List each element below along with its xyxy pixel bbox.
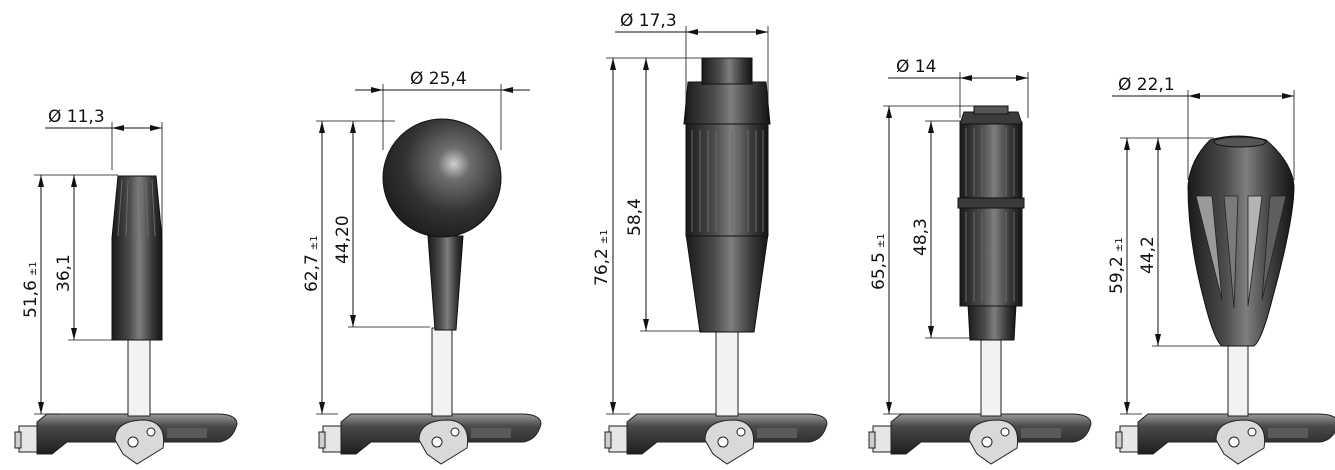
knob-3-grip-height: 58,4 bbox=[625, 198, 645, 236]
shaft-2 bbox=[431, 327, 453, 417]
knob-1-diameter-dim: Ø 11,3 bbox=[45, 107, 163, 236]
knob-3-assembly: Ø 17,3 76,2 ±1 58,4 bbox=[592, 11, 828, 465]
knob-5-flutes bbox=[1195, 195, 1287, 309]
knob-2-tolerance: ±1 bbox=[309, 235, 320, 250]
knob-1-total-height: 51,6 bbox=[21, 280, 41, 318]
knob-2-grip-height: 44,20 bbox=[333, 215, 353, 264]
knob-4-diameter-dim: Ø 14 bbox=[888, 57, 1029, 118]
knob-2-ball bbox=[382, 118, 502, 238]
svg-text:62,7±1: 62,7 ±1 bbox=[302, 235, 322, 292]
knob-3-collar bbox=[683, 81, 771, 125]
knob-5-grip-height: 44,2 bbox=[1138, 236, 1158, 274]
knob-2-neck bbox=[427, 235, 464, 331]
mount-base-5 bbox=[1115, 413, 1335, 465]
knob-5-diameter-label: Ø 22,1 bbox=[1118, 75, 1175, 95]
knob-2-height-dims: 62,7 ±1 44,20 bbox=[302, 120, 430, 415]
knob-4-cap bbox=[973, 105, 1009, 115]
knob-1-assembly: Ø 11,3 51,6 ±1 36,1 bbox=[14, 107, 238, 465]
knob-3-diameter-label: Ø 17,3 bbox=[620, 11, 677, 31]
knob-3-tolerance: ±1 bbox=[599, 229, 610, 244]
knob-4-height-dims: 65,5 ±1 48,3 bbox=[869, 105, 974, 415]
knob-3-ribs bbox=[691, 130, 764, 232]
knob-1-diameter-label: Ø 11,3 bbox=[48, 107, 105, 127]
knob-4-assembly: Ø 14 65,5 ±1 48,3 bbox=[868, 57, 1092, 465]
knob-5-top bbox=[1213, 136, 1267, 148]
mount-base-4 bbox=[868, 413, 1092, 465]
mount-base-3 bbox=[604, 413, 828, 465]
knob-2-diameter-label: Ø 25,4 bbox=[410, 69, 467, 89]
knob-5-diameter-dim: Ø 22,1 bbox=[1112, 75, 1295, 180]
shaft-3 bbox=[715, 329, 739, 417]
shaft-1 bbox=[127, 339, 151, 417]
knob-3-height-dims: 76,2 ±1 58,4 bbox=[592, 57, 702, 415]
knob-2-diameter-dim: Ø 25,4 bbox=[355, 69, 530, 150]
knob-2-total-height: 62,7 bbox=[302, 254, 322, 292]
knob-3-total-height: 76,2 bbox=[592, 248, 612, 286]
knob-1-height-dims: 51,6 ±1 36,1 bbox=[21, 174, 118, 415]
shaft-4 bbox=[980, 337, 1002, 417]
knob-5-body bbox=[1187, 135, 1295, 347]
shaft-5 bbox=[1227, 343, 1249, 417]
knob-3-taper bbox=[685, 233, 769, 333]
knob-1-body bbox=[111, 175, 163, 341]
svg-text:59,2±1: 59,2 ±1 bbox=[1107, 237, 1127, 294]
knob-4-band bbox=[957, 197, 1025, 209]
svg-text:51,6±1: 51,6 ±1 bbox=[21, 261, 41, 318]
knob-4-base-collar bbox=[967, 303, 1017, 341]
knob-5-height-dims: 59,2 ±1 44,2 bbox=[1107, 137, 1222, 415]
knob-4-grip bbox=[959, 121, 1023, 307]
knob-4-total-height: 65,5 bbox=[869, 252, 889, 290]
knob-5-total-height: 59,2 bbox=[1107, 256, 1127, 294]
knob-5-assembly: Ø 22,1 59,2 ±1 44,2 bbox=[1107, 75, 1335, 465]
svg-text:76,2±1: 76,2 ±1 bbox=[592, 229, 612, 286]
knob-1-grip-height: 36,1 bbox=[54, 254, 74, 292]
mount-base-2 bbox=[318, 413, 542, 465]
knob-5-tolerance: ±1 bbox=[1114, 237, 1125, 252]
knob-2-assembly: Ø 25,4 62,7 ±1 44,20 bbox=[302, 69, 542, 465]
knob-4-ribs bbox=[965, 128, 1015, 302]
knob-4-grip-height: 48,3 bbox=[911, 218, 931, 256]
knob-1-tolerance: ±1 bbox=[28, 261, 39, 276]
knob-4-diameter-label: Ø 14 bbox=[896, 57, 936, 77]
knob-1-ribs bbox=[117, 179, 156, 237]
mount-base-1 bbox=[14, 413, 238, 465]
knob-3-diameter-dim: Ø 17,3 bbox=[615, 11, 769, 120]
svg-text:65,5±1: 65,5 ±1 bbox=[869, 233, 889, 290]
knob-3-cap bbox=[701, 57, 753, 85]
knob-4-tolerance: ±1 bbox=[876, 233, 887, 248]
